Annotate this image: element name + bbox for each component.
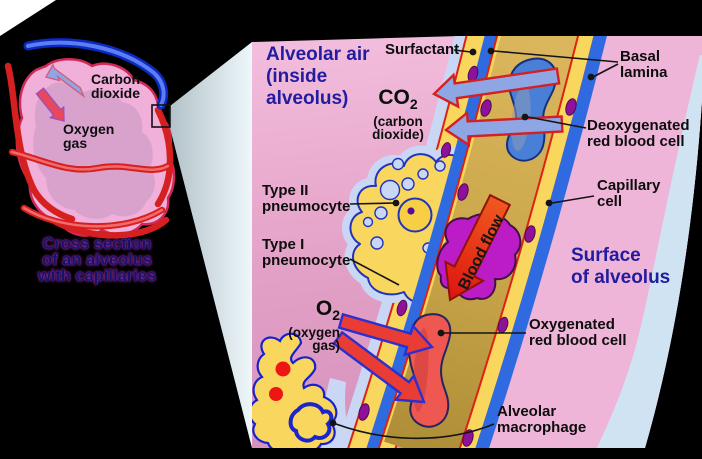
surfactant-label: Surfactant xyxy=(385,41,460,58)
type1-pneumocyte-label: Type I pneumocyte xyxy=(262,236,351,269)
inset-bronchiole-vessel-core xyxy=(26,40,166,107)
capillary-cell-pointer xyxy=(551,195,595,204)
pointer-lines xyxy=(335,49,619,440)
capillary-cell-layer-right xyxy=(459,36,596,448)
co2-arrow xyxy=(443,110,564,148)
basal-lamina-pointer-right xyxy=(592,63,619,78)
blood-flow-arrow xyxy=(444,193,512,302)
zoom-wedge xyxy=(170,42,252,448)
basal-lamina-right xyxy=(473,36,610,448)
o2-formula: O2 xyxy=(315,297,340,324)
basal-lamina-pointer-left xyxy=(493,50,619,63)
macrophage-granule xyxy=(275,361,291,377)
co2-label: CO2 (carbon dioxide) xyxy=(366,87,430,141)
deoxygenated-pointer xyxy=(527,116,587,129)
inset-caption: Cross section of an alveolus with capill… xyxy=(37,235,157,285)
main-diagram: Blood flow xyxy=(252,36,702,448)
o2-arrow xyxy=(332,330,426,404)
macrophage-pointer xyxy=(335,423,495,440)
lamellar-body xyxy=(397,197,433,233)
oxygenated-rbc-label: Oxygenated red blood cell xyxy=(529,316,627,349)
alveolar-macrophage-label: Alveolar macrophage xyxy=(497,403,587,436)
o2-arrow xyxy=(337,312,435,357)
inset-oxygen-gas-label: Oxygen gas xyxy=(63,121,115,151)
inset-zoom-box xyxy=(151,104,171,128)
basal-lamina-label: Basal lamina xyxy=(620,48,668,81)
capillary-cell-label: Capillary cell xyxy=(597,177,661,210)
inset-diagram xyxy=(4,38,176,239)
lamellar-body-core xyxy=(407,207,415,215)
inset-co2-arrow xyxy=(44,63,86,99)
inset-carbon-dioxide-label: Carbon dioxide xyxy=(91,71,141,101)
co2-arrow xyxy=(431,67,561,109)
type2-pointer xyxy=(349,202,395,205)
inset-o2-arrow xyxy=(35,87,65,122)
page-corner xyxy=(0,0,56,36)
alveolar-air-label: Alveolar air (inside alveolus) xyxy=(266,44,370,109)
macrophage-granule xyxy=(269,387,283,401)
macrophage-nucleus xyxy=(288,402,334,443)
surfactant-pointer xyxy=(453,49,472,53)
type2-pneumocyte-label: Type II pneumocyte xyxy=(262,182,351,215)
surface-of-alveolus-label: Surface of alveolus xyxy=(571,245,671,288)
pointer-dots xyxy=(329,47,595,427)
o2-label: O2 (oxygen gas) xyxy=(266,298,340,352)
inset-capillaries-highlight xyxy=(10,150,170,228)
type1-pointer xyxy=(349,258,400,286)
co2-formula: CO2 xyxy=(378,86,418,113)
deoxygenated-rbc-label: Deoxygenated red blood cell xyxy=(587,117,690,150)
